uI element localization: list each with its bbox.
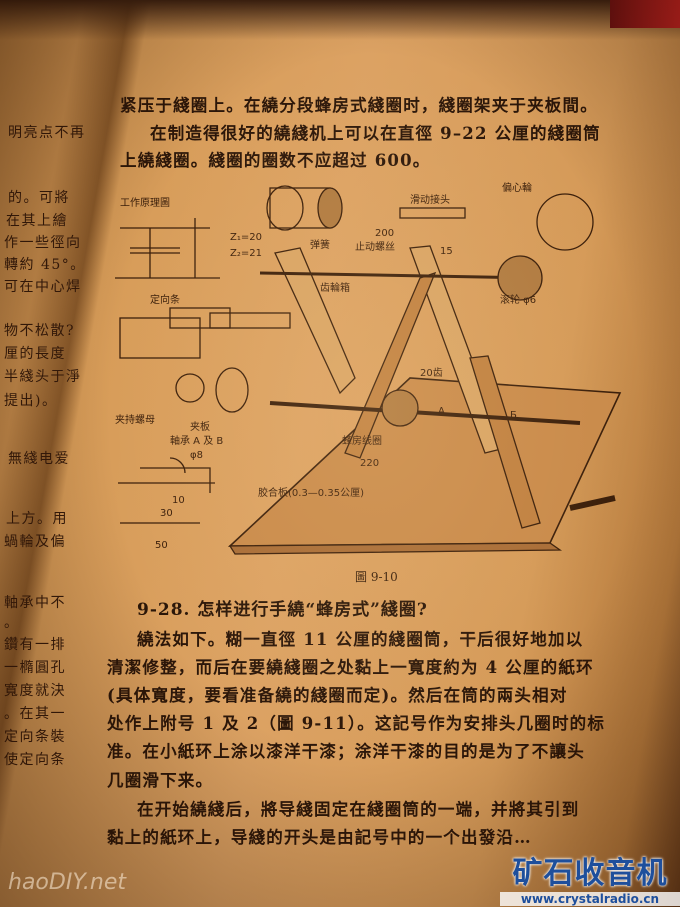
watermark-url: www.crystalradio.cn [500,892,680,906]
figure-label: Z₂=21 [230,248,262,259]
figure-label: φ8 [190,450,203,461]
guide-bar-drawing [209,312,291,329]
spool-end [266,185,304,231]
schematic-diagram [115,218,220,279]
figure-label: 偏心輪 [502,181,532,194]
figure-label: 滚轮 φ6 [500,293,536,306]
figure-label: 10 [172,495,185,506]
lower-shaft [269,401,581,425]
figure-label: 夹板 [190,420,210,433]
figure-label: 15 [440,246,453,257]
watermark-title: 矿石收音机 [512,856,668,891]
body-line: 黏上的紙环上，导綫的开头是由記号中的一个出發沿… [107,828,532,847]
figure-label: 工作原理圖 [120,197,170,209]
left-text-line: 寬度就決 [4,683,66,699]
coil-wheel [381,389,419,427]
body-line: 在开始繞綫后，將导綫固定在綫圈筒的一端，并將其引到 [137,800,580,819]
left-text-line: 的。可將 [8,190,70,206]
guide-bar-drawing [169,307,231,329]
intro-line: 紧压于綫圈上。在繞分段蜂房式綫圈时，綫圈架夹于夹板間。 [120,96,598,115]
figure-label: 220 [360,458,379,469]
body-line: (具体寬度，要看准备繞的綫圈而定)。然后在筒的兩头相对 [107,686,568,705]
intro-line: 上繞綫圈。綫圈的圈数不应超过 600。 [120,151,431,170]
left-text-line: 轉約 45°。 [4,257,86,273]
figure-label: 弹簧 [310,238,330,251]
frame-post [469,355,541,529]
left-text-line: 上方。用 [6,511,68,527]
figure-label: 胶合板(0.3—0.35公厘) [258,486,364,499]
left-text-line: 鑽有一排 [4,637,66,653]
figure-label: 50 [155,540,168,551]
left-text-line: 半綫头于淨 [4,369,82,385]
figure-label: 200 [375,228,394,239]
left-text-line: 蝸輪及偏 [4,534,66,550]
figure-label: 定向条 [150,293,180,306]
figure-label: A [438,406,445,417]
clamp-nut [175,373,205,403]
upper-shaft [259,271,541,280]
sliding-joint [399,207,466,219]
crank-handle [569,495,616,511]
figure-label: 蜂房线圈 [342,434,382,447]
frame-post [274,247,356,395]
eccentric-wheel [536,193,594,251]
left-text-line: 厘的長度 [4,346,66,362]
background-object [610,0,680,28]
watermark-right: 矿石收音机 www.crystalradio.cn [500,848,680,906]
figure-label: 夹持螺母 [115,413,155,426]
left-text-line: 明亮点不再 [8,125,86,141]
body-line: 繞法如下。糊一直徑 11 公厘的綫圈筒，干后很好地加以 [137,630,584,649]
body-line: 清潔修整，而后在要繞綫圈之处黏上一寬度約为 4 公厘的紙环 [107,658,594,677]
body-line: 处作上附号 1 及 2（圖 9-11）。这記号作为安排头几圈时的标 [107,714,606,733]
figure-label: 滑动接头 [410,193,450,206]
body-line: 准。在小紙环上涂以漆洋干漆；涂洋干漆的目的是为了不讓头 [107,742,585,761]
figure-label: Z₁=20 [230,232,262,243]
coil-winder-figure: 工作原理圖 偏心輪 滑动接头 200 弹簧 止动螺丝 15 齿輪箱 滚轮 φ6 … [115,181,622,555]
bearing-drawing [118,457,215,524]
intro-line: 在制造得很好的繞綫机上可以在直徑 9–22 公厘的綫圈筒 [150,124,601,143]
left-text-line: 提出)。 [4,393,58,409]
section-heading: 9-28. 怎样进行手繞“蜂房式”綫圈? [137,600,428,620]
figure-caption: 圖 9-10 [355,570,398,584]
left-text-line: 在其上繪 [6,213,68,229]
figure-label: 軸承 A 及 B [170,434,223,447]
left-text-line: 物不松散? [4,323,76,339]
figure-label: 止动螺丝 [355,241,395,253]
base-board-edge [228,542,563,555]
figure-label: 30 [160,508,173,519]
figure-label: Б [510,410,517,421]
left-text-line: 定向条裝 [4,729,66,745]
gear-wheel [497,255,543,301]
guide-bar-drawing [119,317,201,359]
figure-label: 齿輪箱 [320,281,350,294]
left-text-line: 。在其一 [4,706,66,722]
figure-label: 20齿 [420,367,443,379]
left-text-line: 作一些徑向 [4,235,82,251]
left-text-line: 軸承中不 [4,595,66,611]
clamp-plate [215,367,249,413]
left-text-line: 無綫电爱 [8,451,70,467]
spool-end [317,187,343,229]
left-text-line: 一橢圓孔 [4,660,66,676]
left-text-line: 使定向条 [4,752,66,768]
page-top-shadow [0,0,680,40]
left-text-line: 可在中心焊 [4,279,82,295]
watermark-left: haoDIY.net [8,870,127,895]
body-line: 几圈滑下来。 [107,771,214,790]
left-text-line: 。 [4,615,20,631]
